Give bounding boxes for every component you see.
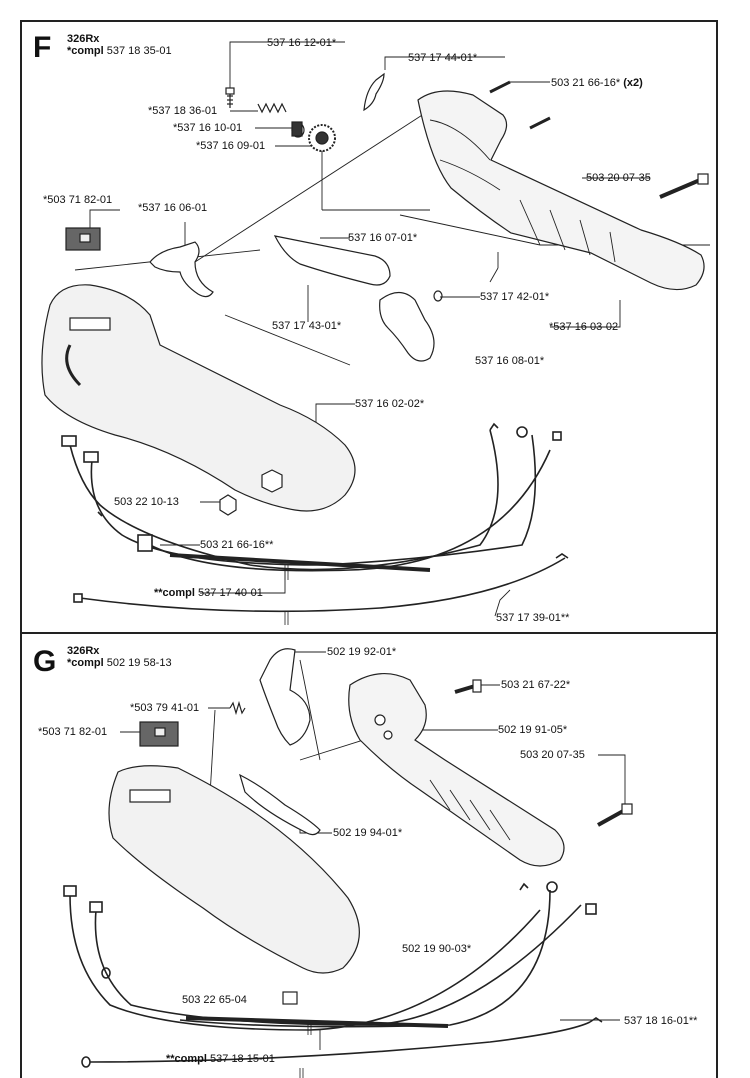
f-throttle-lever bbox=[273, 235, 391, 286]
section-letter-f: F bbox=[33, 31, 52, 64]
label-537160701: 537 16 07-01* bbox=[348, 232, 418, 244]
f-wiring-harness bbox=[61, 422, 562, 572]
label-503226504: 503 22 65-04 bbox=[182, 994, 247, 1006]
f-bushing bbox=[291, 121, 305, 138]
f-handle-nut-hole bbox=[261, 469, 283, 493]
f-gear-wheel bbox=[308, 124, 336, 152]
label-537174301: 537 17 43-01* bbox=[272, 320, 342, 332]
g-nut bbox=[282, 991, 298, 1005]
label-537160901: *537 16 09-01 bbox=[196, 140, 266, 152]
f-throttle-lockout bbox=[149, 241, 214, 298]
g-wiring-harness bbox=[63, 881, 597, 1031]
f-leader-lines bbox=[74, 41, 710, 617]
f-handle-half bbox=[417, 90, 705, 291]
section-divider bbox=[20, 632, 718, 634]
section-letter-g: G bbox=[33, 645, 57, 678]
f-stop-switch bbox=[65, 227, 101, 251]
g-trigger bbox=[259, 648, 311, 746]
label-537160801: 537 16 08-01* bbox=[475, 355, 545, 367]
label-f-503200735: 503 20 07-35 bbox=[586, 172, 651, 184]
f-spring bbox=[257, 102, 287, 114]
section-g-compl: *compl 502 19 58-13 bbox=[67, 657, 172, 669]
label-g-503200735: 503 20 07-35 bbox=[520, 749, 585, 761]
label-g-503718201: *503 71 82-01 bbox=[38, 726, 108, 738]
label-537161001: *537 16 10-01 bbox=[173, 122, 243, 134]
label-503221013: 503 22 10-13 bbox=[114, 496, 179, 508]
g-spring bbox=[229, 700, 246, 716]
label-537160202: 537 16 02-02* bbox=[355, 398, 425, 410]
g-handle-half bbox=[348, 672, 565, 867]
section-g-model: 326Rx bbox=[67, 645, 100, 657]
label-537173901: 537 17 39-01** bbox=[496, 612, 570, 624]
g-stop-switch bbox=[139, 721, 179, 747]
section-f-compl: *compl 537 18 35-01 bbox=[67, 45, 172, 57]
label-537174401: 537 17 44-01* bbox=[408, 52, 478, 64]
g-screw-503200735 bbox=[597, 803, 633, 827]
f-nut bbox=[219, 494, 237, 516]
g-throttle-lever bbox=[239, 773, 321, 836]
f-spring-clip bbox=[363, 72, 385, 112]
label-503216616b: 503 21 66-16** bbox=[200, 539, 274, 551]
label-503216616: 503 21 66-16* (x2) bbox=[551, 77, 643, 89]
g-main-handle bbox=[108, 765, 360, 974]
f-screw-pair bbox=[489, 80, 551, 130]
label-502199105: 502 19 91-05* bbox=[498, 724, 568, 736]
label-502199201: 502 19 92-01* bbox=[327, 646, 397, 658]
label-503794101: *503 79 41-01 bbox=[130, 702, 200, 714]
label-537183601: *537 18 36-01 bbox=[148, 105, 218, 117]
label-502199003: 502 19 90-03* bbox=[402, 943, 472, 955]
g-screw-503216722 bbox=[454, 679, 482, 694]
f-pin bbox=[433, 290, 443, 302]
g-leader-lines bbox=[120, 651, 626, 1050]
section-f-model: 326Rx bbox=[67, 33, 100, 45]
f-screw-537161201 bbox=[225, 87, 235, 108]
label-502199401: 502 19 94-01* bbox=[333, 827, 403, 839]
label-f-503718201: *503 71 82-01 bbox=[43, 194, 113, 206]
diagram-frame bbox=[20, 20, 718, 1078]
f-throttle-cable bbox=[73, 553, 569, 613]
label-537181601: 537 18 16-01** bbox=[624, 1015, 698, 1027]
label-537174201: 537 17 42-01* bbox=[480, 291, 550, 303]
label-537160302: *537 16 03-02 bbox=[549, 321, 619, 333]
label-537161201: 537 16 12-01* bbox=[267, 37, 337, 49]
f-screw-503200735 bbox=[659, 173, 709, 199]
label-537181501: **compl 537 18 15-01 bbox=[166, 1053, 275, 1065]
label-503216722: 503 21 67-22* bbox=[501, 679, 571, 691]
label-537174001: **compl 537 17 40-01 bbox=[154, 587, 263, 599]
g-throttle-cable bbox=[81, 1017, 603, 1068]
f-main-handle bbox=[41, 284, 356, 512]
label-537160601: *537 16 06-01 bbox=[138, 202, 208, 214]
f-trigger bbox=[379, 291, 435, 362]
